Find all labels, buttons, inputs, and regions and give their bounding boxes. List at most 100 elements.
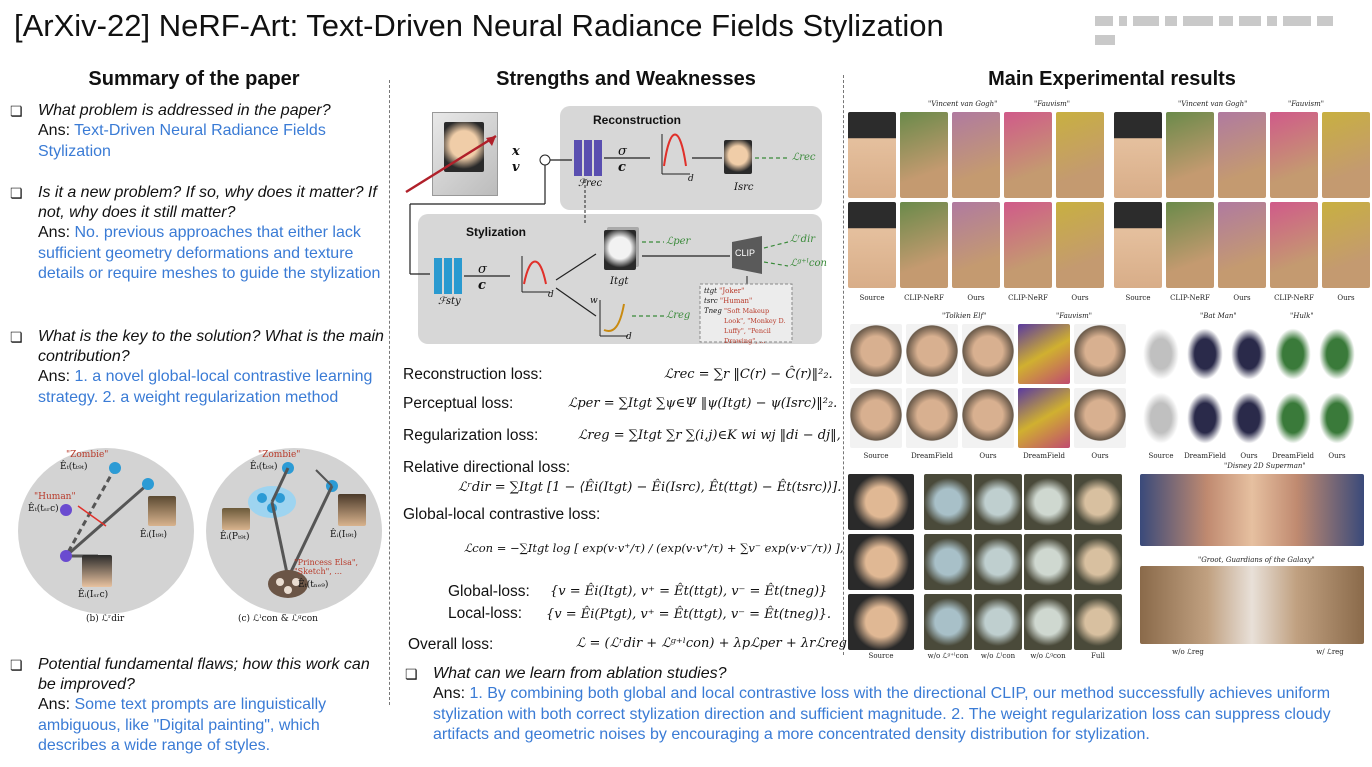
summary-item-2: ❏Is it a new problem? If so, why does it… xyxy=(10,183,388,285)
ablation-image xyxy=(1024,534,1072,590)
l-rec-label: ℒrec xyxy=(792,152,816,163)
style-prompt-label: "Bat Man" xyxy=(1200,312,1237,320)
ablation-image xyxy=(848,594,914,650)
stylization-comparison-grid: "Vincent van Gogh""Fauvism""Vincent van … xyxy=(848,98,1370,308)
directional-caption: (b) ℒʳdir xyxy=(86,614,125,624)
result-image xyxy=(1228,388,1270,448)
sigma-sty-label: σ xyxy=(478,262,487,277)
result-image xyxy=(1316,324,1358,384)
i-src-label: Êᵢ(Iₛᵣc) xyxy=(78,590,109,600)
t-tgt-label-2: Êₜ(tₜ₉ₜ) xyxy=(250,462,278,472)
ablation-image xyxy=(1074,534,1122,590)
sigma-rec-label: σ xyxy=(618,144,627,159)
x-input-label: x xyxy=(512,144,520,159)
contrastive-loss-diagram xyxy=(248,462,338,598)
result-image xyxy=(1218,112,1266,198)
results-heading: Main Experimental results xyxy=(988,68,1236,90)
human-label: "Human" xyxy=(34,492,76,502)
summary-item-4: ❏ Potential fundamental flaws; how this w… xyxy=(10,655,388,757)
l-dir-label: ℒʳdir xyxy=(790,234,816,245)
f-sty-label: ℱsty xyxy=(438,296,461,307)
human-face-thumbnail xyxy=(82,555,112,587)
loss-formula-reconstruction: ℒrec = ∑r ‖C(r) − Ĉ(r)‖²₂. xyxy=(664,367,833,382)
result-image xyxy=(1166,202,1214,288)
strengths-heading: Strengths and Weaknesses xyxy=(496,68,756,90)
checkbox-icon: ❏ xyxy=(10,329,23,345)
question-text: What problem is addressed in the paper? xyxy=(38,102,331,119)
t-tgt-label: Êₜ(tₜ₉ₜ) xyxy=(60,462,88,472)
reconstruction-label: Reconstruction xyxy=(593,113,682,127)
prompt-neg: "Soft Makeup Look", "Monkey D. Luffy", "… xyxy=(724,307,786,345)
result-image xyxy=(1270,202,1318,288)
t-tgt-label: ttgt xyxy=(704,287,717,295)
result-image xyxy=(1184,388,1226,448)
result-image xyxy=(906,324,958,384)
ablation-image xyxy=(974,474,1022,530)
checkbox-icon: ❏ xyxy=(405,666,418,682)
result-image xyxy=(1004,202,1052,288)
blurred-logo xyxy=(1092,14,1354,45)
result-image xyxy=(1272,388,1314,448)
result-image xyxy=(1322,112,1370,198)
ablation-caption: w/o ℒˡcon xyxy=(980,652,1016,660)
result-caption: CLIP-NeRF xyxy=(1008,294,1048,302)
result-image xyxy=(962,388,1014,448)
style-prompt-label: "Fauvism" xyxy=(1056,312,1092,320)
result-image xyxy=(900,112,948,198)
result-image xyxy=(1004,112,1052,198)
loss-formula-perceptual: ℒper = ∑Itgt ∑ψ∈Ψ ‖ψ(Itgt) − ψ(Isrc)‖²₂. xyxy=(568,396,838,411)
contrastive-caption: (c) ℒˡcon & ℒᵍcon xyxy=(238,614,318,624)
ablation-image xyxy=(848,474,914,530)
result-image xyxy=(1114,202,1162,288)
result-image xyxy=(952,202,1000,288)
answer-label: Ans: xyxy=(433,685,466,702)
result-caption: Ours xyxy=(1337,294,1355,302)
result-caption: Ours xyxy=(1240,452,1258,460)
l-con-label: ℒᵍ⁺ˡcon xyxy=(790,258,827,269)
result-caption: Ours xyxy=(979,452,997,460)
answer-label: Ans: xyxy=(38,696,71,713)
loss-formula-regularization: ℒreg = ∑Itgt ∑r ∑(i,j)∈K wi wj ‖di − dj‖… xyxy=(578,428,841,443)
question-text: Potential fundamental flaws; how this wo… xyxy=(38,656,370,693)
result-image xyxy=(1018,388,1070,448)
d-sty-label: d xyxy=(548,290,554,300)
wo-reg-caption: w/o ℒreg xyxy=(1172,648,1204,656)
loss-label-local: Local-loss: xyxy=(448,605,523,622)
answer-text: Text-Driven Neural Radiance Fields Styli… xyxy=(38,122,326,160)
style-prompt-label: "Vincent van Gogh" xyxy=(928,100,998,108)
loss-formula-global: {v = Êi(Itgt), v⁺ = Êt(ttgt), v⁻ = Êt(tn… xyxy=(550,584,828,599)
result-caption: Source xyxy=(859,294,885,302)
result-caption: Ours xyxy=(1091,452,1109,460)
ablation-image xyxy=(1074,474,1122,530)
checkbox-icon: ❏ xyxy=(10,657,23,673)
loss-formula-contrastive: ℒcon = −∑Itgt log [ exp(v·v⁺/τ) / (exp(v… xyxy=(464,541,844,555)
t-neg-label: Êₜ(tₙₑ₉) xyxy=(298,580,329,590)
ablation-caption: w/o ℒᵍ⁺ˡcon xyxy=(927,652,969,660)
result-image xyxy=(1228,324,1270,384)
result-image xyxy=(850,388,902,448)
d-rec-label: d xyxy=(688,174,694,184)
loss-formula-directional: ℒʳdir = ∑Itgt [1 − ⟨Êi(Itgt) − Êi(Isrc),… xyxy=(458,480,842,495)
i-tgt-label: Itgt xyxy=(610,276,629,287)
checkbox-icon: ❏ xyxy=(10,103,23,119)
t-neg-label: Tneg xyxy=(704,307,722,315)
result-caption: Ours xyxy=(1233,294,1251,302)
result-image xyxy=(1056,202,1104,288)
result-image xyxy=(848,112,896,198)
loss-label-reconstruction: Reconstruction loss: xyxy=(403,366,543,383)
style-prompt-label: "Hulk" xyxy=(1290,312,1314,320)
zombie-label-2: "Zombie" xyxy=(258,450,301,460)
result-caption: CLIP-NeRF xyxy=(1170,294,1210,302)
stylized-joker-face xyxy=(604,230,636,270)
checkbox-icon: ❏ xyxy=(10,185,23,201)
ablation-caption: Full xyxy=(1091,652,1105,660)
t-src-label: Êₜ(tₛᵣc) xyxy=(28,504,59,514)
result-image xyxy=(1166,112,1214,198)
superman-comparison-image xyxy=(1140,474,1364,546)
prompt-src: "Human" xyxy=(719,297,753,305)
result-image xyxy=(1184,324,1226,384)
ablation-image xyxy=(1024,594,1072,650)
result-caption: Source xyxy=(1125,294,1151,302)
result-caption: DreamField xyxy=(1023,452,1065,460)
